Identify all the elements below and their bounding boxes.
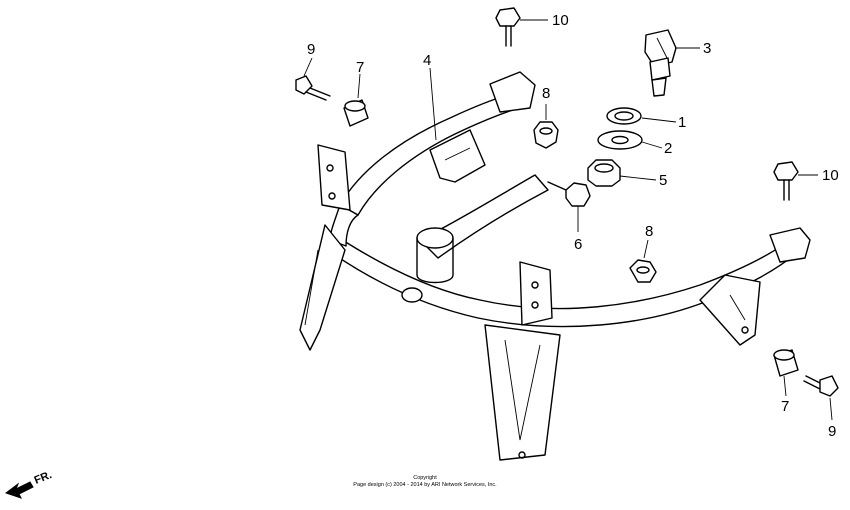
collar-part-7-lower[interactable] xyxy=(773,349,799,377)
washer-part-2[interactable] xyxy=(597,130,643,150)
nut-part-8-lower[interactable] xyxy=(629,259,657,283)
callout-7-upper: 7 xyxy=(356,59,364,76)
copyright-notice: Page design (c) 2004 - 2014 by ARI Netwo… xyxy=(353,482,497,488)
nut-part-6[interactable] xyxy=(547,181,591,207)
switch-part-3[interactable] xyxy=(644,29,677,97)
bolt-part-10-upper[interactable] xyxy=(495,7,521,47)
front-direction-label: FR. xyxy=(33,469,54,487)
callout-6: 6 xyxy=(574,236,582,253)
callout-3: 3 xyxy=(703,40,711,57)
leader-lines xyxy=(303,19,833,421)
callout-8-lower: 8 xyxy=(645,223,653,240)
collar-part-7-upper[interactable] xyxy=(343,99,369,127)
callout-2: 2 xyxy=(664,140,672,157)
o-ring-part-1[interactable] xyxy=(606,107,642,125)
copyright-title: Copyright xyxy=(413,475,437,481)
steering-frame-part-4[interactable] xyxy=(299,71,811,461)
callout-5: 5 xyxy=(659,172,667,189)
nut-part-8-upper[interactable] xyxy=(533,121,559,149)
front-direction-arrow xyxy=(4,481,34,499)
callout-9-upper: 9 xyxy=(307,41,315,58)
nut-part-5[interactable] xyxy=(587,159,621,187)
callout-7-lower: 7 xyxy=(781,398,789,415)
callout-4: 4 xyxy=(423,52,431,69)
callout-1: 1 xyxy=(678,114,686,131)
bolt-part-10-lower[interactable] xyxy=(773,161,799,201)
bolt-part-9-lower[interactable] xyxy=(803,375,839,397)
callout-10-lower: 10 xyxy=(822,167,839,184)
bolt-part-9-upper[interactable] xyxy=(295,75,331,101)
callout-10-upper: 10 xyxy=(552,12,569,29)
callout-8-upper: 8 xyxy=(542,85,550,102)
callout-9-lower: 9 xyxy=(828,423,836,440)
